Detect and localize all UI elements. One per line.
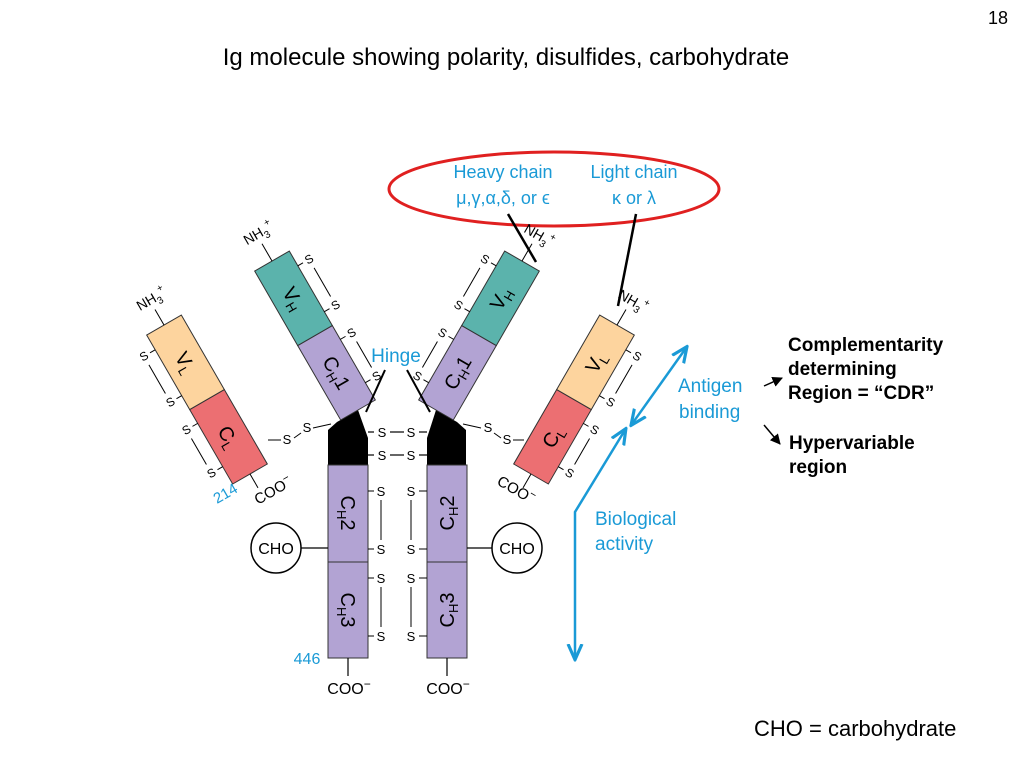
svg-text:S: S	[407, 629, 416, 644]
svg-text:S: S	[407, 448, 416, 463]
biological-activity-label-1: Biological	[595, 509, 676, 530]
svg-text:S: S	[377, 629, 386, 644]
antigen-binding-arrow	[632, 348, 686, 424]
light-heavy-disulfides: S S S S	[268, 420, 524, 447]
svg-text:S: S	[345, 325, 359, 341]
svg-text:S: S	[478, 251, 492, 267]
svg-text:S: S	[407, 484, 416, 499]
antigen-binding-label-1: Antigen	[678, 376, 742, 397]
right-vl-domain	[555, 314, 636, 411]
svg-text:S: S	[377, 542, 386, 557]
light-chain-label: Light chain	[590, 162, 677, 182]
svg-text:S: S	[484, 420, 493, 435]
svg-text:S: S	[378, 425, 387, 440]
antigen-binding-label-2: binding	[679, 402, 740, 423]
svg-text:S: S	[630, 348, 644, 364]
svg-text:S: S	[563, 465, 577, 481]
hinge-pointer-right	[406, 369, 431, 413]
chain-callout-ring	[387, 150, 721, 228]
right-heavy-coo: COO−	[426, 677, 469, 698]
heavy-chain-label: Heavy chain	[453, 162, 552, 182]
light-chain-classes: κ or λ	[612, 188, 656, 208]
right-cho-circle	[491, 522, 543, 574]
left-ch3-label: CH3	[334, 593, 358, 628]
biological-activity-label-2: activity	[595, 534, 654, 555]
right-ch2-domain	[426, 464, 468, 563]
svg-text:S: S	[378, 448, 387, 463]
svg-text:S: S	[435, 325, 449, 341]
heavy-residue-number: 446	[294, 651, 321, 668]
right-ch2-label: CH2	[437, 496, 461, 531]
svg-text:S: S	[451, 297, 465, 313]
svg-text:S: S	[377, 571, 386, 586]
svg-text:S: S	[407, 571, 416, 586]
hypervariable-line-2: region	[789, 457, 848, 478]
svg-text:S: S	[377, 484, 386, 499]
left-ch2-domain	[327, 464, 369, 563]
left-light-chain: CL VL NH3+ S S S S	[133, 282, 269, 489]
right-light-coo: COO−	[494, 471, 539, 508]
light-residue-number: 214	[211, 480, 241, 507]
right-vh-domain	[460, 250, 541, 347]
right-cho-label: CHO	[499, 541, 535, 558]
cho-footnote: CHO = carbohydrate	[754, 716, 957, 741]
biological-activity-arrow	[575, 430, 625, 658]
left-light-nh3: NH3+	[133, 282, 172, 317]
svg-text:S: S	[163, 394, 177, 410]
cdr-line-2: determining	[788, 359, 897, 380]
svg-text:S: S	[204, 465, 218, 481]
left-vh-domain	[253, 250, 334, 347]
constant-intrachain-disulfides: S S S S S S S S	[368, 484, 427, 644]
right-light-nh3: NH3+	[614, 284, 653, 319]
cdr-line-3: Region = “CDR”	[788, 383, 935, 404]
left-vl-domain	[145, 314, 226, 411]
svg-text:S: S	[283, 432, 292, 447]
cdr-annotation: Complementarity determining Region = “CD…	[788, 334, 943, 406]
hypervariable-arrow	[763, 424, 781, 445]
svg-text:S: S	[407, 542, 416, 557]
svg-text:S: S	[179, 422, 193, 438]
right-ch3-domain	[426, 561, 468, 659]
cdr-line-1: Complementarity	[788, 335, 944, 356]
right-light-chain: CL VL NH3+ S S S S	[512, 284, 653, 489]
light-chain-pointer	[616, 213, 638, 307]
hinge-pointer-left	[365, 369, 386, 413]
svg-text:S: S	[302, 251, 316, 267]
cdr-arrow	[763, 377, 783, 387]
left-hinge-block	[328, 410, 368, 465]
left-heavy-nh3: NH3+	[240, 217, 279, 252]
right-ch3-label: CH3	[437, 593, 461, 628]
right-heavy-arm: CH1 VH NH3+ S S S S	[410, 219, 559, 421]
left-ch3-domain	[327, 561, 369, 659]
left-cho-label: CHO	[258, 541, 294, 558]
hypervariable-line-1: Hypervariable	[789, 433, 915, 454]
svg-text:S: S	[503, 432, 512, 447]
hinge-label: Hinge	[371, 346, 421, 367]
hypervariable-annotation: Hypervariable region	[789, 432, 915, 480]
left-ch2-label: CH2	[334, 496, 358, 531]
left-light-coo: COO−	[251, 472, 296, 509]
right-hinge-block	[427, 410, 466, 465]
right-heavy-nh3: NH3+	[520, 219, 559, 254]
hinge-disulfides: S S S S	[368, 425, 427, 463]
slide-number: 18	[987, 8, 1008, 28]
heavy-chain-classes: μ,γ,α,δ, or ϵ	[456, 188, 550, 208]
heavy-chain-pointer	[506, 213, 538, 263]
slide-title: Ig molecule showing polarity, disulfides…	[222, 44, 790, 71]
left-heavy-arm: CH1 VH NH3+ S S S S	[240, 217, 384, 421]
svg-text:S: S	[407, 425, 416, 440]
svg-text:S: S	[329, 297, 343, 313]
svg-text:S: S	[137, 348, 151, 364]
left-cho-circle	[250, 522, 302, 574]
svg-text:S: S	[588, 422, 602, 438]
left-heavy-coo: COO−	[327, 677, 370, 698]
svg-text:S: S	[303, 420, 312, 435]
svg-text:S: S	[604, 394, 618, 410]
